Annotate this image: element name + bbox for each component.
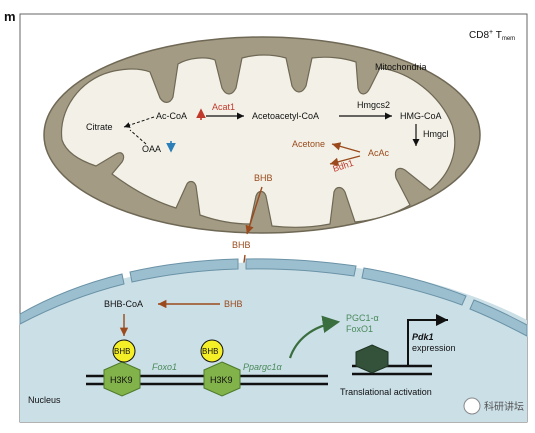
tf-pgc1a-label: PGC1-α <box>346 313 379 323</box>
bhb-export-arrow <box>245 186 263 235</box>
hmgcl-enzyme-label: Hmgcl <box>423 129 449 139</box>
expression-label: expression <box>412 343 456 353</box>
acac-to-acetone-arrow <box>331 142 361 153</box>
envelope-segment <box>19 273 125 325</box>
panel-label: m <box>4 9 16 24</box>
histone-label: H3K9 <box>210 375 233 385</box>
bhb-mark-label: BHB <box>202 347 218 356</box>
nucleus-label: Nucleus <box>28 395 61 405</box>
mito-pathway: Citrate Ac-CoA OAA Acat1 Acetoacetyl-CoA… <box>86 100 449 183</box>
envelope-segment <box>129 258 239 283</box>
gene-ppargc1a-label: Ppargc1α <box>243 362 283 372</box>
acetone-label: Acetone <box>292 139 325 149</box>
acat1-enzyme-label: Acat1 <box>212 102 235 112</box>
ac-coa-label: Ac-CoA <box>156 111 187 121</box>
bhb-cytosol-label: BHB <box>232 240 251 250</box>
nuclear-envelope <box>19 258 528 337</box>
citrate-label: Citrate <box>86 122 113 132</box>
hmg-coa-label: HMG-CoA <box>400 111 442 121</box>
ac-coa-to-citrate-arrow <box>123 116 155 128</box>
translational-activation-label: Translational activation <box>340 387 432 397</box>
watermark-logo-icon <box>463 397 481 415</box>
histone-hexagon <box>103 361 141 397</box>
envelope-segment <box>245 258 357 277</box>
acetoacetyl-coa-label: Acetoacetyl-CoA <box>252 111 319 121</box>
watermark: 科研讲坛 <box>463 397 524 415</box>
envelope-segment <box>469 299 528 337</box>
mitochondria-matrix <box>60 54 456 228</box>
gene-foxo1-label: Foxo1 <box>152 362 177 372</box>
acac-to-bhb-arrow <box>329 155 361 166</box>
bhb-mark-circle <box>112 339 136 363</box>
bhb-mark-circle <box>200 339 224 363</box>
histone-label: H3K9 <box>110 375 133 385</box>
watermark-text: 科研讲坛 <box>484 400 524 413</box>
oaa-label: OAA <box>142 144 161 154</box>
envelope-segment <box>361 267 467 306</box>
acac-label: AcAc <box>368 148 390 158</box>
mitochondrion: Mitochondria <box>43 36 481 234</box>
target-gene-label: Pdk1 <box>412 332 434 342</box>
transcription-factor-hexagon <box>355 344 389 374</box>
tf-foxo1-label: FoxO1 <box>346 324 373 334</box>
bhb-mito-label: BHB <box>254 173 273 183</box>
hmgcs2-enzyme-label: Hmgcs2 <box>357 100 390 110</box>
cell-type-label: CD8+ Tmem <box>469 29 515 42</box>
bhb-mark-label: BHB <box>114 347 130 356</box>
bhb-nuclear-label: BHB <box>224 299 243 309</box>
activation-curve-arrow <box>288 315 341 359</box>
mitochondria-label: Mitochondria <box>375 62 427 72</box>
bhb-coa-label: BHB-CoA <box>104 299 143 309</box>
oaa-to-citrate-line <box>129 129 147 145</box>
histone-hexagon <box>203 361 241 397</box>
promoter-arrow <box>407 314 448 366</box>
nucleus: Nucleus <box>19 258 528 422</box>
histone-ppargc1a: H3K9 BHB Ppargc1α <box>200 339 283 397</box>
nucleus-body <box>20 262 527 422</box>
histone-foxo1: H3K9 BHB Foxo1 <box>103 339 177 397</box>
